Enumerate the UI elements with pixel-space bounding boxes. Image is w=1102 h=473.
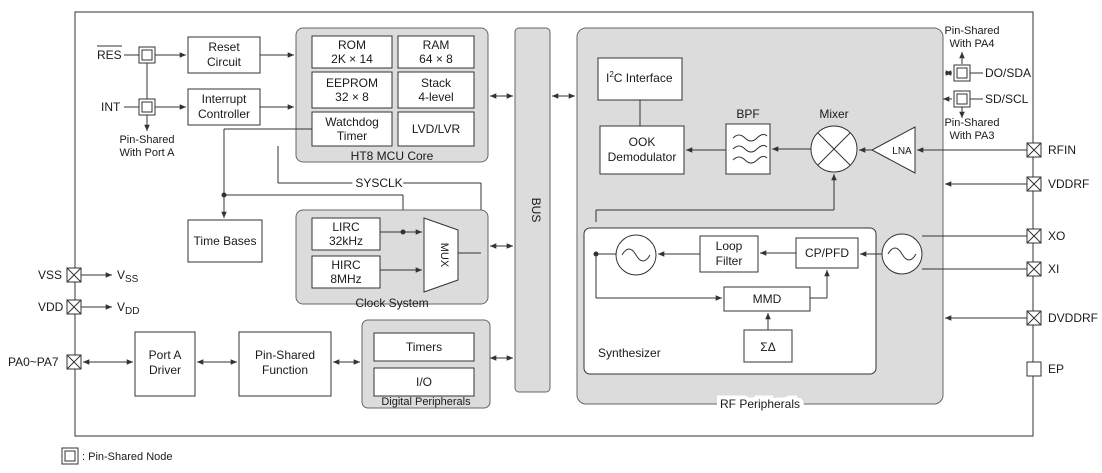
- svg-text:Port A: Port A: [149, 348, 182, 362]
- svg-text:OOK: OOK: [629, 135, 656, 149]
- time-bases-block: Time Bases: [187, 219, 263, 263]
- pin-vss: VSS V SS: [38, 267, 139, 285]
- svg-text:Interrupt: Interrupt: [202, 92, 247, 106]
- svg-text:LNA: LNA: [892, 146, 912, 157]
- svg-text:PA0~PA7: PA0~PA7: [8, 355, 59, 369]
- ps-pa3-1: Pin-Shared: [944, 117, 999, 129]
- pin-int-label: INT: [101, 100, 121, 114]
- svg-text:Reset: Reset: [208, 40, 240, 54]
- svg-text:BUS: BUS: [529, 198, 543, 223]
- svg-text:ΣΔ: ΣΔ: [760, 340, 775, 354]
- svg-text:Circuit: Circuit: [207, 55, 242, 69]
- svg-text:Demodulator: Demodulator: [608, 150, 677, 164]
- rf-peripherals: RF Peripherals I2C Interface OOK Demodul…: [576, 27, 944, 415]
- interrupt-block: Interrupt Controller: [187, 88, 261, 126]
- bus: BUS: [514, 27, 551, 393]
- i2c-label: I2C Interface: [606, 70, 673, 85]
- pin-shared-porta-2: With Port A: [119, 147, 175, 159]
- pin-shared-porta-1: Pin-Shared: [119, 134, 174, 146]
- bpf-label: BPF: [736, 107, 759, 121]
- pin-shared-node-int: [138, 98, 156, 116]
- pin-dvddrf: DVDDRF: [1026, 310, 1098, 326]
- pin-shared-node-sdscl: [953, 90, 971, 108]
- pin-shared-function-block: Pin-Shared Function: [238, 331, 332, 397]
- ps-pa3-2: With PA3: [949, 130, 994, 142]
- pin-dosda-label: DO/SDA: [985, 66, 1031, 80]
- clock-title: Clock System: [355, 296, 428, 310]
- svg-text:XI: XI: [1048, 262, 1059, 276]
- svg-text:Pin-Shared: Pin-Shared: [255, 348, 315, 362]
- pin-ep: EP: [1026, 361, 1064, 377]
- pin-vddrf: VDDRF: [1026, 176, 1089, 192]
- ps-pa4-2: With PA4: [949, 38, 994, 50]
- pin-xo: XO: [1026, 228, 1065, 244]
- pin-xi: XI: [1026, 261, 1059, 277]
- digital-title: Digital Peripherals: [381, 396, 471, 408]
- pin-pa: PA0~PA7: [8, 354, 82, 370]
- svg-text:CP/PFD: CP/PFD: [805, 246, 849, 260]
- stack-label-2: 4-level: [418, 90, 453, 104]
- svg-text:LIRC: LIRC: [332, 220, 360, 234]
- rom-label-1: ROM: [338, 38, 366, 52]
- porta-driver-block: Port A Driver: [134, 331, 196, 397]
- svg-text:EP: EP: [1048, 362, 1064, 376]
- rf-title: RF Peripherals: [720, 397, 800, 411]
- svg-text:V: V: [117, 268, 125, 282]
- mixer-label: Mixer: [819, 107, 848, 121]
- rom-label-2: 2K × 14: [331, 52, 373, 66]
- wdt-label-2: Timer: [337, 129, 367, 143]
- svg-text:VDD: VDD: [38, 300, 64, 314]
- ps-pa4-1: Pin-Shared: [944, 25, 999, 37]
- svg-text:DD: DD: [125, 306, 139, 317]
- lvd-label: LVD/LVR: [412, 122, 461, 136]
- svg-text:8MHz: 8MHz: [330, 272, 361, 286]
- svg-text:MMD: MMD: [753, 292, 782, 306]
- eeprom-label-1: EEPROM: [326, 76, 378, 90]
- pin-shared-node-res: [138, 46, 156, 64]
- svg-text:RFIN: RFIN: [1048, 143, 1076, 157]
- svg-text:DVDDRF: DVDDRF: [1048, 311, 1098, 325]
- pin-rfin: RFIN: [1026, 142, 1076, 158]
- pin-shared-node-dosda: [953, 64, 971, 82]
- mcu-title: HT8 MCU Core: [351, 149, 434, 163]
- pin-sdscl-label: SD/SCL: [985, 92, 1029, 106]
- synth-title: Synthesizer: [598, 346, 661, 360]
- svg-text:SS: SS: [125, 274, 139, 285]
- svg-text:Controller: Controller: [198, 107, 250, 121]
- svg-text:V: V: [117, 300, 125, 314]
- svg-text:Driver: Driver: [149, 363, 181, 377]
- svg-text:VSS: VSS: [38, 268, 62, 282]
- eeprom-label-2: 32 × 8: [335, 90, 369, 104]
- ram-label-2: 64 × 8: [419, 52, 453, 66]
- wdt-label-1: Watchdog: [325, 115, 379, 129]
- svg-text:Loop: Loop: [716, 239, 743, 253]
- svg-text:Timers: Timers: [406, 340, 442, 354]
- clock-system: LIRC 32kHz HIRC 8MHz MUX Clock System: [295, 209, 489, 310]
- synthesizer: Loop Filter CP/PFD MMD ΣΔ Synthesizer: [583, 227, 877, 375]
- svg-text:XO: XO: [1048, 229, 1065, 243]
- sysclk-label: SYSCLK: [355, 176, 402, 190]
- legend: : Pin-Shared Node: [61, 447, 173, 465]
- pin-res-label: RES: [97, 48, 122, 62]
- pin-vdd: VDD V DD: [38, 299, 139, 317]
- digital-peripherals: Timers I/O Digital Peripherals: [361, 319, 491, 409]
- svg-text:VDDRF: VDDRF: [1048, 177, 1089, 191]
- svg-text:Function: Function: [262, 363, 308, 377]
- svg-text:HIRC: HIRC: [331, 258, 361, 272]
- ram-label-1: RAM: [423, 38, 450, 52]
- svg-text:Time Bases: Time Bases: [194, 234, 257, 248]
- stack-label-1: Stack: [421, 76, 452, 90]
- svg-text:Filter: Filter: [716, 254, 743, 268]
- mcu-core: ROM 2K × 14 RAM 64 × 8 EEPROM 32 × 8 Sta…: [295, 27, 489, 163]
- svg-text:32kHz: 32kHz: [329, 234, 363, 248]
- legend-text: : Pin-Shared Node: [82, 451, 173, 463]
- svg-text:MUX: MUX: [438, 243, 450, 268]
- svg-text:I/O: I/O: [416, 375, 432, 389]
- reset-block: Reset Circuit: [187, 36, 261, 74]
